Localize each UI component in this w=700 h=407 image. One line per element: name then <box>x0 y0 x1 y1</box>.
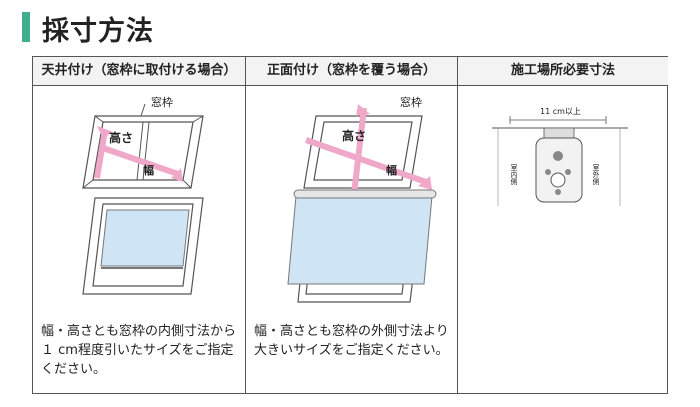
page-title: 採寸方法 <box>42 16 154 47</box>
label-width: 幅 <box>386 163 397 177</box>
header-front-mount: 正面付け（窓枠を覆う場合） <box>246 57 457 85</box>
label-height: 高さ <box>342 128 366 143</box>
label-outdoor: 室外側 <box>592 163 600 185</box>
label-width: 幅 <box>143 163 154 177</box>
header-ceiling-mount: 天井付け（窓枠に取付ける場合） <box>33 57 245 85</box>
measure-arrows-icon <box>305 104 432 195</box>
label-indoor: 室内側 <box>510 163 518 185</box>
label-dimension: 11 cm以上 <box>540 107 581 116</box>
inside-mount-diagram: 窓枠 高さ 幅 <box>82 95 204 295</box>
column-divider <box>457 57 458 393</box>
bracket-icon <box>535 127 583 203</box>
cell-ceiling-mount: 窓枠 高さ 幅 幅・高さとも窓枠の内側寸法から １ cm程度引いたサイズをご指定… <box>33 86 245 393</box>
label-frame: 窓枠 <box>151 95 173 109</box>
window-with-blind-icon <box>82 197 204 295</box>
measurement-table: 天井付け（窓枠に取付ける場合） 正面付け（窓枠を覆う場合） 施工場所必要寸法 <box>32 56 668 394</box>
outside-mount-diagram: 窓枠 高さ 幅 <box>287 95 437 303</box>
header-install-space: 施工場所必要寸法 <box>458 57 668 85</box>
description-front-mount: 幅・高さとも窓枠の外側寸法より 大きいサイズをご指定ください。 <box>254 324 449 358</box>
column-divider <box>245 57 246 393</box>
label-frame: 窓枠 <box>400 95 422 109</box>
header-divider <box>33 85 667 86</box>
window-frame-icon <box>82 115 204 189</box>
bracket-diagram: 11 cm以上 室内側 室外側 <box>492 107 628 206</box>
cell-install-space: 11 cm以上 室内側 室外側 <box>458 86 668 393</box>
cell-front-mount: 窓枠 高さ 幅 幅・高さとも窓枠の外側寸法より 大きいサイズをご指定ください。 <box>246 86 457 393</box>
label-height: 高さ <box>109 130 133 145</box>
measure-arrows-icon <box>94 126 183 182</box>
description-ceiling-mount: 幅・高さとも窓枠の内側寸法から １ cm程度引いたサイズをご指定 ください。 <box>41 324 237 377</box>
window-with-blind-icon <box>287 189 437 303</box>
title-accent-bar <box>22 12 30 42</box>
